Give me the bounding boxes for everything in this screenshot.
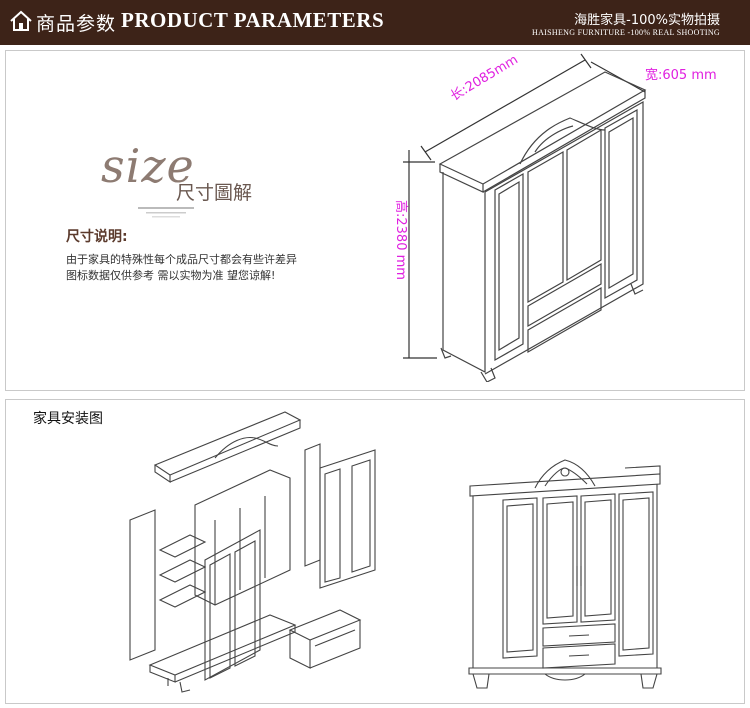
size-script-word: size — [101, 139, 195, 193]
assembly-exploded-drawing — [129, 411, 376, 693]
home-icon — [10, 10, 32, 31]
brand-tagline-en: HAISHENG FURNITURE -100% REAL SHOOTING — [532, 28, 720, 37]
size-decoration — [138, 207, 194, 218]
dimension-height: 高:2380 mm — [393, 200, 408, 280]
size-note-line-1: 由于家具的特殊性每个成品尺寸都会有些许差异 — [66, 253, 297, 266]
wardrobe-dimension-drawing — [403, 53, 647, 382]
size-note-title: 尺寸说明: — [66, 229, 128, 245]
size-panel — [5, 50, 745, 391]
wardrobe-front-drawing — [468, 459, 662, 689]
size-title-cn: 尺寸圖解 — [176, 182, 253, 204]
header-title-en: PRODUCT PARAMETERS — [121, 8, 385, 32]
size-note-line-2: 图标数据仅供参考 需以实物为准 望您谅解! — [66, 269, 276, 282]
header-bar: 商品参数 PRODUCT PARAMETERS 海胜家具-100%实物拍摄 HA… — [0, 0, 750, 45]
install-title: 家具安装图 — [33, 411, 103, 427]
dimension-width: 宽:605 mm — [645, 68, 717, 83]
header-title-cn: 商品参数 — [36, 13, 117, 35]
brand-tagline-cn: 海胜家具-100%实物拍摄 — [574, 13, 720, 28]
